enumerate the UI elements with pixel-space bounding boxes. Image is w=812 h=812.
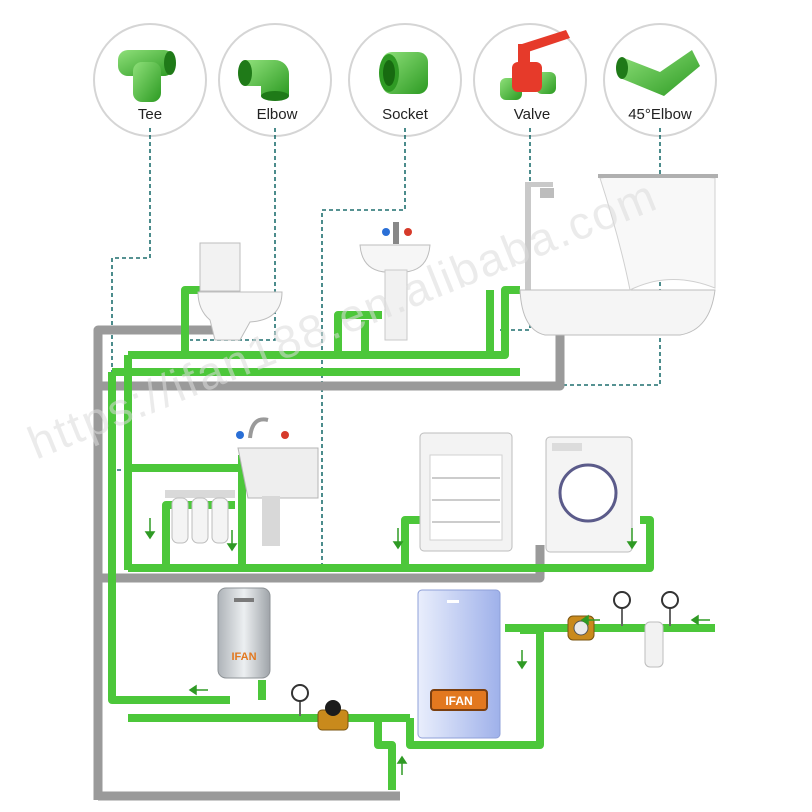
- flow-arrows: [144, 518, 710, 775]
- fitting-socket: [348, 23, 462, 137]
- fitting-45-elbow: [603, 23, 717, 137]
- boiler-brand-label: IFAN: [445, 694, 472, 708]
- washing-machine: [545, 436, 633, 553]
- boiler: [417, 589, 501, 739]
- fitting-tee: [93, 23, 207, 137]
- fitting-elbow: [218, 23, 332, 137]
- socket-icon: [379, 52, 428, 94]
- dishwasher: [419, 432, 513, 552]
- label-socket: Socket: [382, 106, 428, 123]
- valve-icon: [500, 30, 570, 100]
- bathtub: [519, 174, 718, 336]
- washbasin-pedestal: [359, 222, 431, 341]
- tee-icon: [118, 50, 176, 102]
- label-45-elbow: 45°Elbow: [628, 106, 692, 123]
- circulation-pump: [317, 700, 349, 731]
- water-filters: [165, 490, 235, 544]
- heater-brand-label: IFAN: [231, 651, 256, 663]
- drain-pipes: [93, 325, 565, 801]
- kitchen-sink: [236, 417, 319, 546]
- toilet: [197, 242, 283, 341]
- fitting-valve: [473, 23, 587, 137]
- water-heater: [217, 587, 271, 679]
- label-elbow: Elbow: [256, 106, 298, 123]
- 45-elbow-icon: [616, 50, 700, 96]
- elbow-icon: [238, 60, 289, 101]
- label-tee: Tee: [137, 106, 163, 123]
- supply-pipes: [108, 286, 715, 790]
- label-valve: Valve: [513, 106, 551, 123]
- filter-housing: [644, 621, 664, 668]
- pressure-gauges: [291, 591, 679, 716]
